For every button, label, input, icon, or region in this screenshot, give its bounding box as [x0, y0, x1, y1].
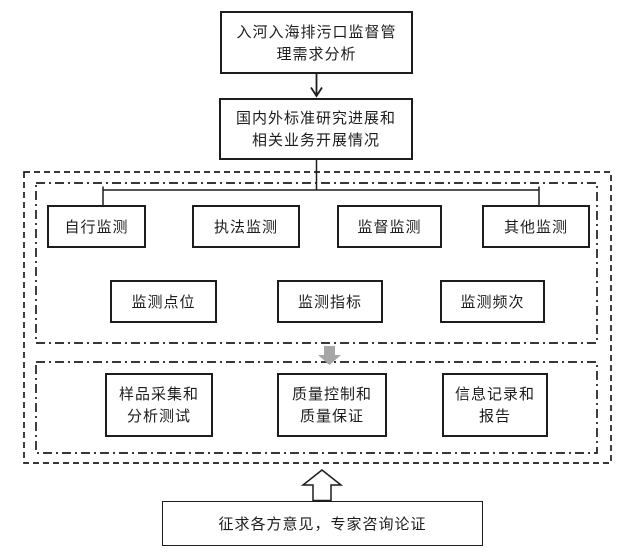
box-monitoring-indicators: 监测指标 — [277, 280, 383, 323]
box-sample-collection: 样品采集和 分析测试 — [105, 373, 213, 437]
box-supervision-monitoring-label: 监督监测 — [357, 217, 422, 236]
box-monitoring-sites: 监测点位 — [110, 280, 217, 323]
box-self-monitoring-label: 自行监测 — [64, 217, 129, 236]
box-quality-control: 质量控制和 质量保证 — [277, 373, 387, 437]
box-other-monitoring: 其他监测 — [482, 205, 590, 248]
box-info-recording-line2: 报告 — [478, 407, 511, 425]
outer-dashed-container — [23, 171, 612, 464]
box-info-recording: 信息记录和 报告 — [442, 373, 548, 437]
box-consultation: 征求各方意见，专家咨询论证 — [162, 501, 483, 546]
box-quality-control-line1: 质量控制和 — [291, 385, 372, 403]
box-sample-collection-line1: 样品采集和 — [118, 385, 199, 403]
box-monitoring-frequency-label: 监测频次 — [460, 292, 525, 311]
box-monitoring-sites-label: 监测点位 — [131, 292, 196, 311]
box-standards-research: 国内外标准研究进展和 相关业务开展情况 — [219, 98, 413, 160]
box-sample-collection-line2: 分析测试 — [126, 407, 191, 425]
box-standards-research-line2: 相关业务开展情况 — [251, 131, 380, 149]
box-demand-analysis-line2: 理需求分析 — [276, 44, 357, 63]
hollow-up-arrow-icon — [300, 469, 344, 502]
box-enforcement-monitoring: 执法监测 — [192, 205, 300, 248]
box-info-recording-line1: 信息记录和 — [454, 385, 535, 403]
box-supervision-monitoring: 监督监测 — [337, 205, 442, 248]
box-monitoring-indicators-label: 监测指标 — [297, 292, 362, 311]
box-quality-control-line2: 质量保证 — [299, 407, 364, 425]
box-demand-analysis: 入河入海排污口监督管 理需求分析 — [220, 11, 413, 74]
box-monitoring-frequency: 监测频次 — [440, 280, 545, 323]
box-standards-research-line1: 国内外标准研究进展和 — [235, 109, 396, 127]
box-other-monitoring-label: 其他监测 — [503, 217, 568, 236]
box-enforcement-monitoring-label: 执法监测 — [213, 217, 278, 236]
box-self-monitoring: 自行监测 — [47, 205, 146, 248]
gray-block-arrow-down-icon — [318, 346, 341, 365]
box-consultation-label: 征求各方意见，专家咨询论证 — [218, 514, 427, 533]
box-demand-analysis-line1: 入河入海排污口监督管 — [236, 22, 397, 41]
arrowhead-down-icon — [310, 87, 323, 98]
quality-section-container — [35, 361, 598, 454]
